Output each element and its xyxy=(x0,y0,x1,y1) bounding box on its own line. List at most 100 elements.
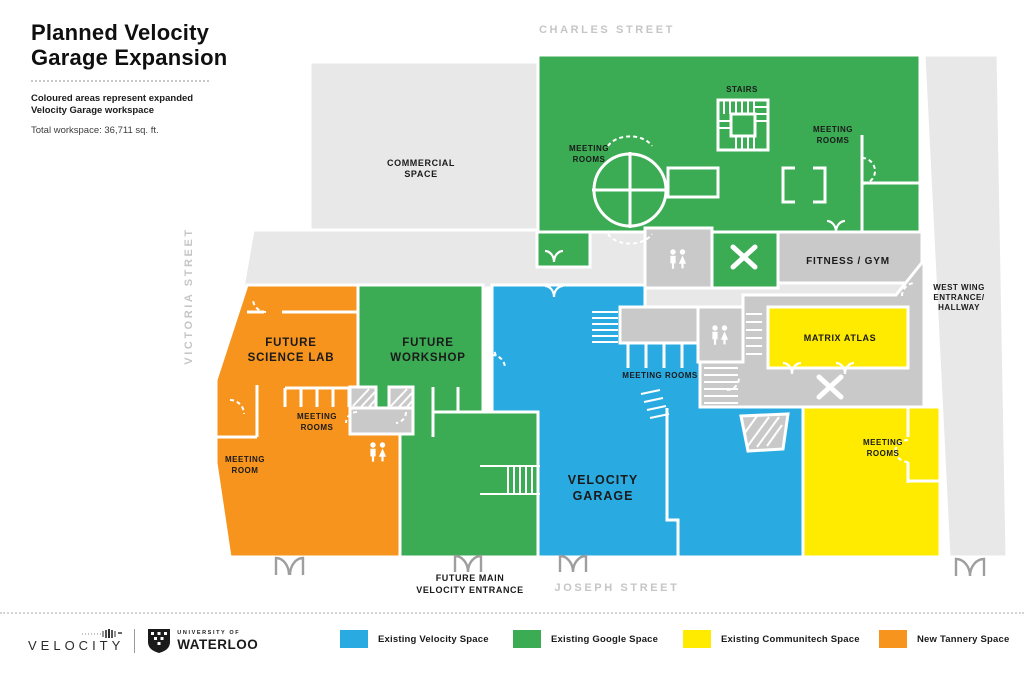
title-line2: Garage Expansion xyxy=(31,45,228,70)
fitness-gym-area xyxy=(776,230,924,285)
label-meeting-green-right-1: MEETING xyxy=(813,125,853,134)
legend-item-communitech: Existing Communitech Space xyxy=(683,630,860,648)
velocity-streak-icon xyxy=(82,629,123,638)
label-meeting-green-right-2: ROOMS xyxy=(817,136,850,145)
commercial-space-area xyxy=(308,60,542,234)
orange-meeting-walls xyxy=(216,385,259,439)
stairs-tilted-blue xyxy=(640,389,670,419)
label-meeting-room-1: MEETING xyxy=(225,455,265,464)
label-stairs: STAIRS xyxy=(726,85,758,94)
logo-divider xyxy=(134,629,136,653)
label-meeting-yellow-1: MEETING xyxy=(863,438,903,447)
street-joseph: JOSEPH STREET xyxy=(555,582,680,594)
legend-label-google: Existing Google Space xyxy=(551,633,659,645)
footer: VELOCITY UNIVERSITY OF WATERLOO Existing… xyxy=(0,612,1024,685)
green-room xyxy=(666,166,720,199)
hatch-box-blue xyxy=(739,412,790,453)
restroom-block-top xyxy=(643,226,714,290)
workshop-door-arc xyxy=(482,344,497,359)
label-meeting-green-left-2: ROOMS xyxy=(573,155,606,164)
legend: Existing Velocity Space Existing Google … xyxy=(0,630,1024,670)
stairs-lines-blue xyxy=(592,311,618,343)
floor-plan: CHARLES STREET VICTORIA STREET JOSEPH ST… xyxy=(183,24,1009,595)
blue-step-wall xyxy=(665,408,680,557)
label-fitness-gym: FITNESS / GYM xyxy=(806,256,890,267)
exit-door-west xyxy=(954,557,986,577)
yellow-room-walls xyxy=(906,407,940,483)
label-west-wing-3: HALLWAY xyxy=(938,303,980,312)
label-meeting-room-2: ROOM xyxy=(232,466,259,475)
label-workshop-1: FUTURE xyxy=(402,337,453,349)
orange-door-arcs2 xyxy=(229,399,408,424)
velocity-logo: VELOCITY xyxy=(28,629,124,653)
label-meeting-orange-2: ROOMS xyxy=(301,423,334,432)
uw-university-of: UNIVERSITY OF xyxy=(177,630,241,636)
title-line1: Planned Velocity xyxy=(31,20,210,45)
exit-door-orange xyxy=(274,556,305,576)
stairs-green-bottom xyxy=(480,465,540,495)
total-workspace: Total workspace: 36,711 sq. ft. xyxy=(31,125,159,136)
legend-item-google: Existing Google Space xyxy=(513,630,658,648)
label-future-entrance-2: VELOCITY ENTRANCE xyxy=(416,585,524,595)
round-meeting-table xyxy=(592,135,668,245)
green-brackets xyxy=(781,166,827,204)
legend-swatch-tannery xyxy=(879,630,907,648)
label-science-lab-2: SCIENCE LAB xyxy=(248,352,335,364)
green-right-door xyxy=(861,157,876,185)
street-victoria: VICTORIA STREET xyxy=(183,227,195,364)
label-velocity-garage-2: GARAGE xyxy=(573,489,634,503)
elevator-hatch-left xyxy=(348,385,378,410)
label-meeting-yellow-2: ROOMS xyxy=(867,449,900,458)
legend-swatch-velocity xyxy=(340,630,368,648)
stairs-icon xyxy=(716,98,770,152)
orange-door-arc xyxy=(252,298,267,313)
meeting-stalls-orange xyxy=(283,386,351,407)
label-future-entrance-1: FUTURE MAIN xyxy=(436,573,505,583)
subtitle: Coloured areas represent expanded Veloci… xyxy=(31,93,261,117)
page-title: Planned Velocity Garage Expansion xyxy=(31,20,261,70)
uwaterloo-shield-icon xyxy=(148,629,171,653)
west-diag-door xyxy=(901,282,916,297)
label-workshop-2: WORKSHOP xyxy=(390,352,465,364)
label-matrix-atlas: MATRIX ATLAS xyxy=(804,333,877,343)
legend-label-tannery: New Tannery Space xyxy=(917,633,1010,645)
legend-label-communitech: Existing Communitech Space xyxy=(721,633,860,645)
dotted-rule xyxy=(31,80,209,82)
legend-swatch-communitech xyxy=(683,630,711,648)
google-tab-door xyxy=(535,230,592,269)
uwaterloo-logo: UNIVERSITY OF WATERLOO xyxy=(147,628,258,654)
label-meeting-green-left-1: MEETING xyxy=(569,144,609,153)
logo-block: VELOCITY UNIVERSITY OF WATERLOO xyxy=(28,628,258,654)
google-kitchen-tab xyxy=(710,230,780,290)
west-wing-hallway-area xyxy=(922,53,1009,559)
label-west-wing-1: WEST WING xyxy=(933,283,985,292)
title-block: Planned Velocity Garage Expansion Colour… xyxy=(31,20,261,136)
elevator-hatch-right xyxy=(387,385,415,410)
workshop-rooms xyxy=(431,387,483,437)
exit-door-green xyxy=(453,554,483,573)
label-west-wing-2: ENTRANCE/ xyxy=(933,293,984,302)
uw-waterloo: WATERLOO xyxy=(177,636,259,652)
label-meeting-orange-1: MEETING xyxy=(297,412,337,421)
legend-item-tannery: New Tannery Space xyxy=(879,630,1009,648)
velocity-wordmark: VELOCITY xyxy=(28,638,125,653)
legend-item-velocity: Existing Velocity Space xyxy=(340,630,489,648)
subtitle-line1: Coloured areas represent expanded xyxy=(31,93,194,104)
matrix-atlas-area xyxy=(766,305,910,370)
label-commercial-1: COMMERCIAL xyxy=(387,158,455,168)
stairs-central-low xyxy=(704,367,738,404)
exit-door-joseph xyxy=(558,554,588,573)
blue-door-arcs xyxy=(491,354,740,391)
yellow-door-arcs xyxy=(894,439,909,463)
legend-label-velocity: Existing Velocity Space xyxy=(378,633,489,645)
meeting-stalls-blue xyxy=(626,343,684,368)
label-meeting-rooms-blue: MEETING ROOMS xyxy=(622,371,698,380)
meeting-block-center xyxy=(618,305,700,345)
street-charles: CHARLES STREET xyxy=(539,24,675,36)
label-science-lab-1: FUTURE xyxy=(265,337,316,349)
elevator-lobby xyxy=(348,406,415,436)
ladder-central xyxy=(746,313,762,355)
legend-swatch-google xyxy=(513,630,541,648)
green-right-walls xyxy=(860,135,920,232)
label-velocity-garage-1: VELOCITY xyxy=(568,473,639,487)
